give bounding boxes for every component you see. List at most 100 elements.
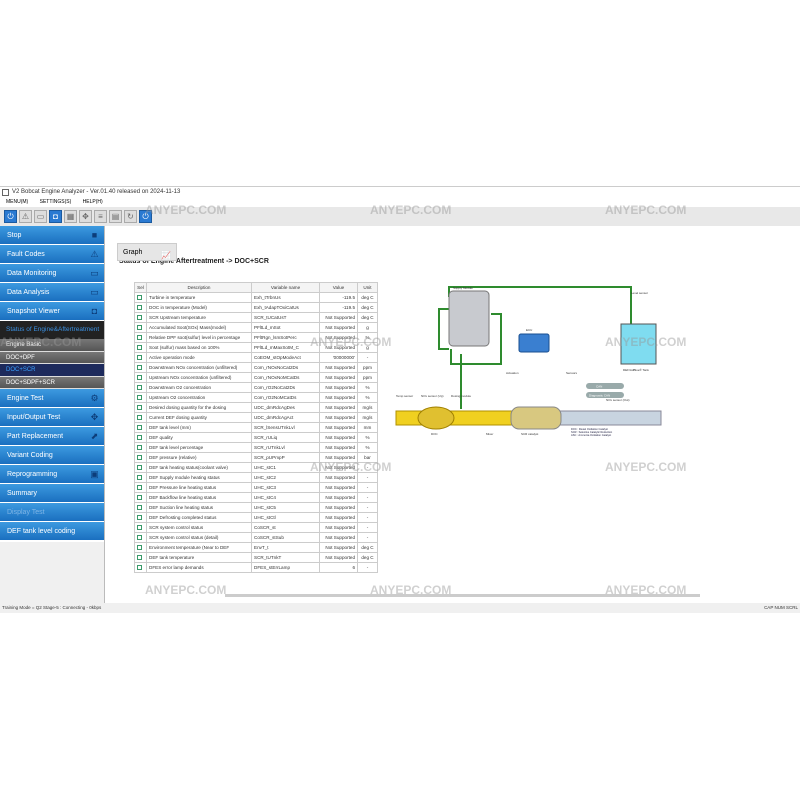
io-icon[interactable]: ✥ [79, 210, 92, 223]
row-select[interactable] [134, 452, 147, 463]
row-select[interactable] [134, 322, 147, 333]
power-blue-icon[interactable]: ⏻ [139, 210, 152, 223]
sidebar-sub-doc-scr[interactable]: DOC+SCR [0, 364, 104, 377]
row-select[interactable] [134, 352, 147, 363]
table-row[interactable]: Soot (sulfur) mass based on 100%PFltLd_m… [134, 342, 378, 353]
table-row[interactable]: Upstream NOx concentration (unfiltered)C… [134, 372, 378, 383]
row-select[interactable] [134, 342, 147, 353]
row-select[interactable] [134, 292, 147, 303]
select-checkbox[interactable] [137, 374, 142, 380]
log-icon[interactable]: ▤ [109, 210, 122, 223]
row-select[interactable] [134, 442, 147, 453]
refresh-icon[interactable]: ↻ [124, 210, 137, 223]
select-checkbox[interactable] [137, 554, 142, 560]
row-select[interactable] [134, 402, 147, 413]
table-row[interactable]: SCR system control status (detail)CoSCR_… [134, 532, 378, 543]
horizontal-scrollbar[interactable] [225, 594, 700, 597]
sidebar-item-fault-codes[interactable]: Fault Codes⚠ [0, 245, 104, 264]
row-select[interactable] [134, 382, 147, 393]
row-select[interactable] [134, 362, 147, 373]
sql-icon[interactable]: ≡ [94, 210, 107, 223]
select-checkbox[interactable] [137, 444, 142, 450]
monitor-icon[interactable]: ▭ [34, 210, 47, 223]
row-select[interactable] [134, 372, 147, 383]
graph-button[interactable]: Graph📈 [117, 243, 177, 261]
row-select[interactable] [134, 562, 147, 573]
power-icon[interactable]: ⏻ [4, 210, 17, 223]
table-row[interactable]: Accumulated Soot(SOx) Mass(model)PFltLd_… [134, 322, 378, 333]
select-checkbox[interactable] [137, 324, 142, 330]
select-checkbox[interactable] [137, 394, 142, 400]
select-checkbox[interactable] [137, 424, 142, 430]
row-select[interactable] [134, 332, 147, 343]
row-select[interactable] [134, 312, 147, 323]
row-select[interactable] [134, 522, 147, 533]
row-select[interactable] [134, 472, 147, 483]
row-select[interactable] [134, 542, 147, 553]
select-checkbox[interactable] [137, 514, 142, 520]
sidebar-item-reprogramming[interactable]: Reprogramming▣ [0, 465, 104, 484]
select-checkbox[interactable] [137, 484, 142, 490]
select-checkbox[interactable] [137, 294, 142, 300]
sidebar-item-snapshot-viewer[interactable]: Snapshot Viewer◘ [0, 302, 104, 321]
select-checkbox[interactable] [137, 364, 142, 370]
sidebar-item-data-analysis[interactable]: Data Analysis▭ [0, 283, 104, 302]
row-select[interactable] [134, 462, 147, 473]
select-checkbox[interactable] [137, 384, 142, 390]
select-checkbox[interactable] [137, 334, 142, 340]
table-row[interactable]: Downstream NOx concentration (unfiltered… [134, 362, 378, 373]
grid-icon[interactable]: ▦ [64, 210, 77, 223]
select-checkbox[interactable] [137, 544, 142, 550]
sidebar-item-engine-test[interactable]: Engine Test⚙ [0, 389, 104, 408]
row-select[interactable] [134, 552, 147, 563]
sidebar-item-variant-coding[interactable]: Variant Coding [0, 446, 104, 465]
sidebar-sub-engine-basic[interactable]: Engine Basic [0, 339, 104, 352]
select-checkbox[interactable] [137, 524, 142, 530]
select-checkbox[interactable] [137, 534, 142, 540]
sidebar-item-summary[interactable]: Summary [0, 484, 104, 503]
sidebar-item-def-tank-level-coding[interactable]: DEF tank level coding [0, 522, 104, 541]
row-select[interactable] [134, 532, 147, 543]
camera-icon[interactable]: ◘ [49, 210, 62, 223]
menu-menu[interactable]: MENU(M) [6, 199, 29, 205]
select-checkbox[interactable] [137, 504, 142, 510]
select-checkbox[interactable] [137, 354, 142, 360]
table-row[interactable]: DOC in temperature (Model)Exh_tAdapTOxiC… [134, 302, 378, 313]
row-select[interactable] [134, 512, 147, 523]
row-select[interactable] [134, 482, 147, 493]
sidebar-item-data-monitoring[interactable]: Data Monitoring▭ [0, 264, 104, 283]
select-checkbox[interactable] [137, 474, 142, 480]
row-select[interactable] [134, 492, 147, 503]
select-checkbox[interactable] [137, 404, 142, 410]
select-checkbox[interactable] [137, 414, 142, 420]
select-checkbox[interactable] [137, 314, 142, 320]
row-select[interactable] [134, 302, 147, 313]
menu-help[interactable]: HELP(H) [82, 199, 103, 205]
sidebar-sub-doc-dpf[interactable]: DOC+DPF [0, 351, 104, 364]
table-row[interactable]: Relative DPF soot(sulfur) level in perce… [134, 332, 378, 343]
row-select[interactable] [134, 422, 147, 433]
row-select[interactable] [134, 502, 147, 513]
table-row[interactable]: DEF tank heating status(coolant valve)UH… [134, 462, 378, 473]
sidebar-item-part-replacement[interactable]: Part Replacement⬈ [0, 427, 104, 446]
row-select[interactable] [134, 432, 147, 443]
select-checkbox[interactable] [137, 304, 142, 310]
